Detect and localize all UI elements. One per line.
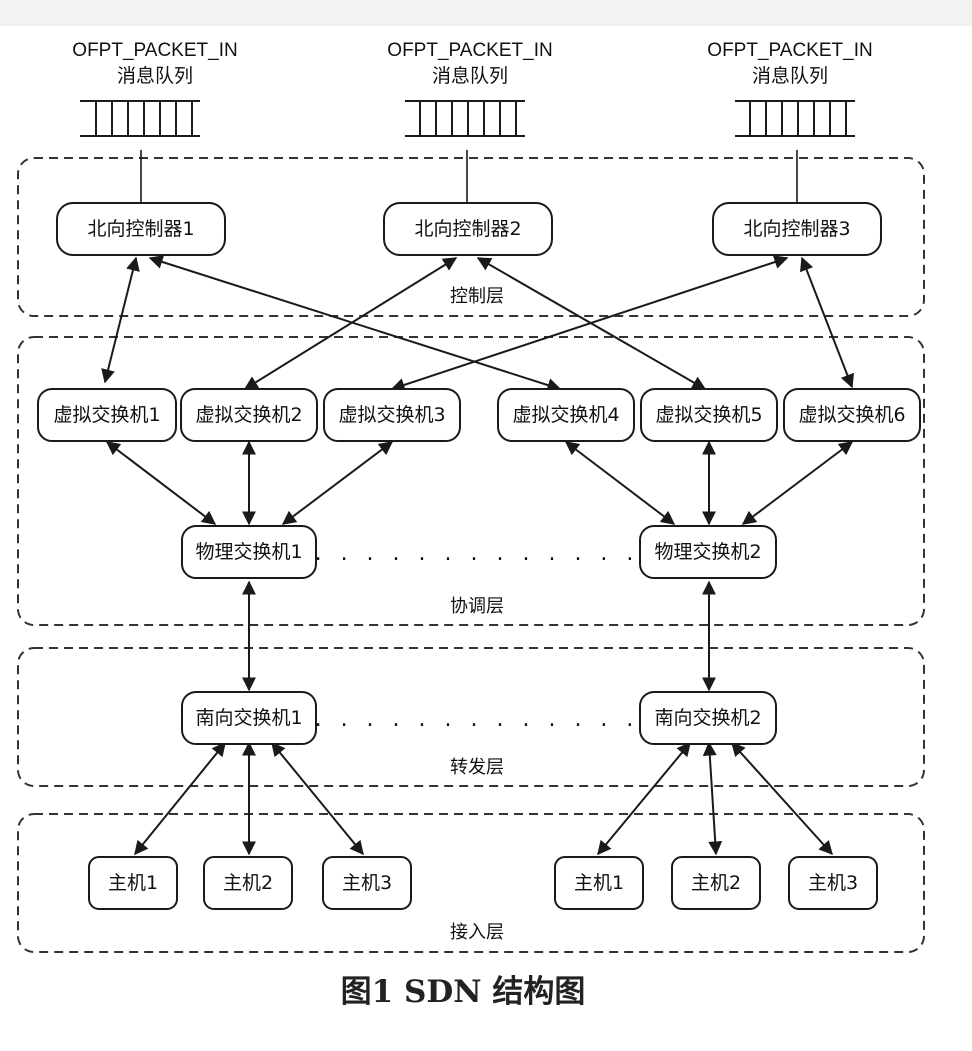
host-left-label-1: 主机1 [108, 872, 158, 894]
controller-node-3: 北向控制器3 [712, 202, 882, 256]
forwarding-layer-label: 转发层 [450, 757, 504, 778]
top-strip [0, 0, 972, 26]
controller-label-3: 北向控制器3 [743, 218, 850, 240]
queue-1-subtitle: 消息队列 [117, 65, 193, 87]
host-right-node-1: 主机1 [554, 856, 644, 910]
host-right-label-3: 主机3 [808, 872, 858, 894]
host-right-label-1: 主机1 [574, 872, 624, 894]
physical-switch-label-1: 物理交换机1 [195, 541, 302, 563]
figure-caption: 图1 SDN 结构图 [341, 974, 586, 1010]
queue-1-title: OFPT_PACKET_IN [72, 40, 237, 61]
south-switch-label-2: 南向交换机2 [654, 707, 761, 729]
virtual-switch-label-1: 虚拟交换机1 [53, 404, 160, 426]
control-layer-label: 控制层 [450, 286, 504, 307]
south-switch-node-2: 南向交换机2 [639, 691, 777, 745]
physical-switch-label-2: 物理交换机2 [654, 541, 761, 563]
virtual-switch-node-2: 虚拟交换机2 [180, 388, 318, 442]
virtual-switch-node-5: 虚拟交换机5 [640, 388, 778, 442]
physical-switch-node-2: 物理交换机2 [639, 525, 777, 579]
physical-ellipsis: . . . . . . . . . . . . . [315, 541, 640, 566]
control-to-virtual-links [101, 255, 854, 392]
virtual-switch-label-3: 虚拟交换机3 [338, 404, 445, 426]
virtual-switch-node-4: 虚拟交换机4 [497, 388, 635, 442]
coordination-layer-box [17, 336, 925, 626]
access-layer-label: 接入层 [450, 922, 504, 943]
virtual-switch-node-1: 虚拟交换机1 [37, 388, 177, 442]
virtual-switch-label-6: 虚拟交换机6 [798, 404, 905, 426]
controller-node-1: 北向控制器1 [56, 202, 226, 256]
virtual-switch-node-6: 虚拟交换机6 [783, 388, 921, 442]
host-left-node-1: 主机1 [88, 856, 178, 910]
south-switch-label-1: 南向交换机1 [195, 707, 302, 729]
virtual-switch-label-4: 虚拟交换机4 [512, 404, 619, 426]
host-left-node-3: 主机3 [322, 856, 412, 910]
host-right-node-3: 主机3 [788, 856, 878, 910]
host-right-label-2: 主机2 [691, 872, 741, 894]
queue-2-subtitle: 消息队列 [432, 65, 508, 87]
south-to-host-links [134, 741, 833, 856]
virtual-switch-node-3: 虚拟交换机3 [323, 388, 461, 442]
access-layer-box [17, 813, 925, 953]
virtual-switch-label-5: 虚拟交换机5 [655, 404, 762, 426]
host-left-label-3: 主机3 [342, 872, 392, 894]
controller-label-2: 北向控制器2 [414, 218, 521, 240]
south-switch-node-1: 南向交换机1 [181, 691, 317, 745]
forwarding-layer-box [17, 647, 925, 787]
queue-icon-2 [405, 100, 525, 137]
controller-label-1: 北向控制器1 [87, 218, 194, 240]
host-left-node-2: 主机2 [203, 856, 293, 910]
physical-switch-node-1: 物理交换机1 [181, 525, 317, 579]
virtual-switch-label-2: 虚拟交换机2 [195, 404, 302, 426]
queue-icon-3 [735, 100, 855, 137]
host-right-node-2: 主机2 [671, 856, 761, 910]
physical-to-south-links [242, 580, 716, 692]
host-left-label-2: 主机2 [223, 872, 273, 894]
virtual-to-physical-links [105, 440, 854, 526]
coordination-layer-label: 协调层 [450, 596, 504, 617]
queue-3-subtitle: 消息队列 [752, 65, 828, 87]
queue-3-title: OFPT_PACKET_IN [707, 40, 872, 61]
south-ellipsis: . . . . . . . . . . . . . [315, 707, 640, 732]
queue-icon-1 [80, 100, 200, 137]
controller-node-2: 北向控制器2 [383, 202, 553, 256]
queue-2-title: OFPT_PACKET_IN [387, 40, 552, 61]
